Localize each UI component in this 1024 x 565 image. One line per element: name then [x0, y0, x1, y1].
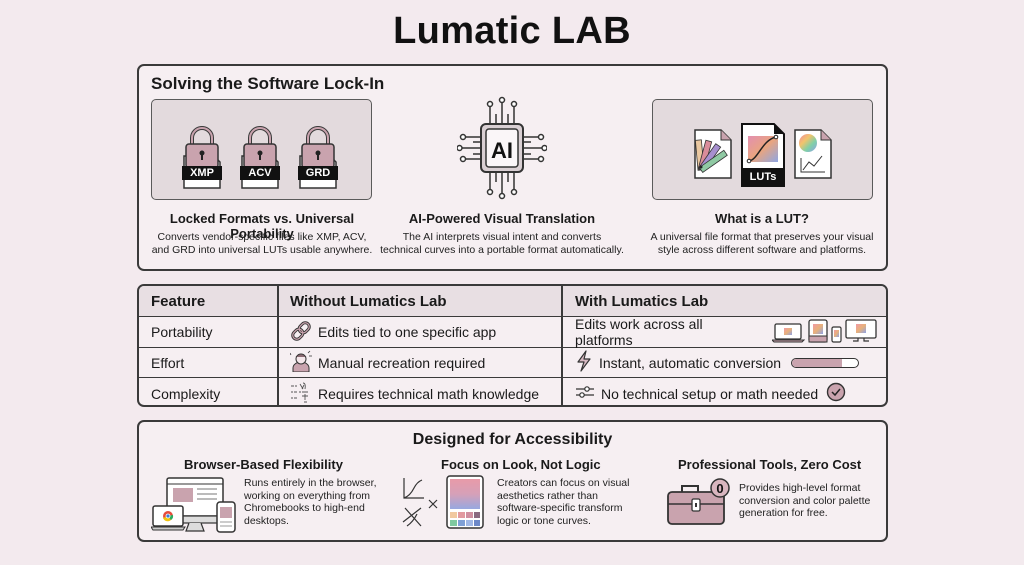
description-line: Runs entirely in the browser, — [244, 477, 377, 489]
locked-file-icon: ACV — [238, 122, 282, 192]
column-heading: Locked Formats vs. Universal Portability — [169, 211, 355, 241]
with-cell: Edits work across all platforms — [563, 316, 886, 348]
sliders-icon — [575, 384, 595, 403]
software-lockin-panel: Solving the Software Lock-In XMP ACV — [137, 64, 888, 271]
lut-file-icon: LUTs — [740, 122, 786, 188]
description-line: Converts vendor-specific files like XMP,… — [157, 231, 367, 243]
file-label: XMP — [182, 166, 222, 180]
file-label: ACV — [240, 166, 280, 180]
browser-devices-icon — [150, 474, 237, 534]
color-chart-file-icon — [793, 128, 833, 180]
feature-description: Provides high-level format conversion an… — [739, 482, 870, 520]
lightning-icon — [575, 350, 593, 375]
feature-heading: Browser-Based Flexibility — [184, 457, 343, 472]
locked-formats-illustration: XMP ACV GRD — [151, 99, 372, 200]
header-without: Without Lumatics Lab — [290, 292, 447, 310]
section-title: Designed for Accessibility — [412, 431, 613, 448]
ai-chip-icon: AI — [456, 96, 548, 201]
stressed-person-icon — [289, 350, 312, 375]
lut-files-illustration: LUTs — [652, 99, 873, 200]
check-circle-icon — [826, 382, 846, 405]
feature-heading: Focus on Look, Not Logic — [441, 457, 601, 472]
feature-cell: Portability — [151, 324, 213, 340]
with-cell: Instant, automatic conversion — [563, 348, 886, 377]
description-line: A universal file format that preserves y… — [650, 231, 874, 243]
lut-file-label: LUTs — [742, 168, 784, 186]
with-text: Edits work across all platforms — [575, 316, 703, 348]
without-cell: Requires technical math knowledge — [278, 378, 561, 405]
header-feature: Feature — [151, 292, 206, 310]
palette-vs-curves-icon — [401, 474, 497, 530]
description-line: logic or tone curves. — [497, 514, 591, 527]
column-divider — [277, 286, 279, 405]
progress-fill — [792, 358, 842, 367]
column-heading: What is a LUT? — [715, 211, 809, 226]
description-line: conversion and color palette — [739, 494, 871, 507]
locked-file-icon: GRD — [296, 122, 340, 192]
without-text: Requires technical math knowledge — [318, 385, 540, 402]
description-line: The AI interprets visual intent and conv… — [402, 231, 602, 243]
conversion-progress-bar — [791, 357, 860, 368]
locked-file-icon: XMP — [180, 122, 224, 192]
with-text: No technical setup or math needed — [601, 385, 819, 402]
devices-icon — [770, 318, 882, 347]
description-line: style across different software and plat… — [657, 244, 867, 256]
description-line: Provides high-level format — [739, 482, 861, 494]
feature-description: Creators can focus on visual aesthetics … — [497, 477, 629, 527]
column-divider — [561, 286, 563, 405]
file-label: GRD — [298, 166, 338, 180]
page-title: Lumatic LAB — [393, 10, 631, 52]
feature-description: Runs entirely in the browser, working on… — [244, 477, 376, 527]
ai-chip-label: AI — [491, 138, 513, 163]
with-text: Instant, automatic conversion — [599, 354, 782, 371]
with-cell: No technical setup or math needed — [563, 378, 886, 405]
without-cell: Manual recreation required — [278, 348, 561, 377]
description-line: generation for free. — [739, 507, 828, 519]
math-formula-icon — [290, 381, 312, 405]
column-description: A universal file format that preserves y… — [637, 231, 887, 257]
table-header-row: Feature Without Lumatics Lab With Lumati… — [139, 286, 886, 317]
table-row: Effort Manual recreation required Instan… — [139, 348, 886, 378]
table-row: Portability Edits tied to one specific a… — [139, 316, 886, 348]
description-line: working on everything from — [244, 489, 371, 502]
description-line: software-specific transform — [497, 502, 623, 514]
zero-cost-badge: 0 — [716, 481, 723, 496]
header-with: With Lumatics Lab — [575, 292, 709, 310]
accessibility-panel: Designed for Accessibility Browser-Based… — [137, 420, 888, 542]
feature-cell: Effort — [151, 354, 185, 371]
column-description: The AI interprets visual intent and conv… — [377, 231, 627, 257]
description-line: desktops. — [244, 514, 289, 527]
toolbox-icon: 0 — [666, 478, 736, 528]
column-description: Converts vendor-specific files like XMP,… — [137, 231, 387, 257]
description-line: aesthetics rather than — [497, 489, 598, 502]
section-title: Solving the Software Lock-In — [151, 74, 385, 93]
feature-cell: Complexity — [151, 385, 221, 402]
feature-heading: Professional Tools, Zero Cost — [678, 457, 862, 472]
without-text: Edits tied to one specific app — [318, 324, 497, 340]
description-line: Chromebooks to high-end — [244, 502, 365, 514]
without-cell: Edits tied to one specific app — [278, 317, 561, 347]
description-line: technical curves into a portable format … — [380, 244, 624, 256]
comparison-table: Feature Without Lumatics Lab With Lumati… — [137, 284, 888, 407]
chain-link-icon — [290, 320, 312, 344]
palette-file-icon — [693, 128, 733, 180]
column-heading: AI-Powered Visual Translation — [408, 211, 596, 226]
description-line: Creators can focus on visual — [497, 477, 630, 489]
description-line: and GRD into universal LUTs usable anywh… — [151, 244, 373, 256]
without-text: Manual recreation required — [318, 354, 486, 371]
table-row: Complexity Requires technical math knowl… — [139, 378, 886, 405]
